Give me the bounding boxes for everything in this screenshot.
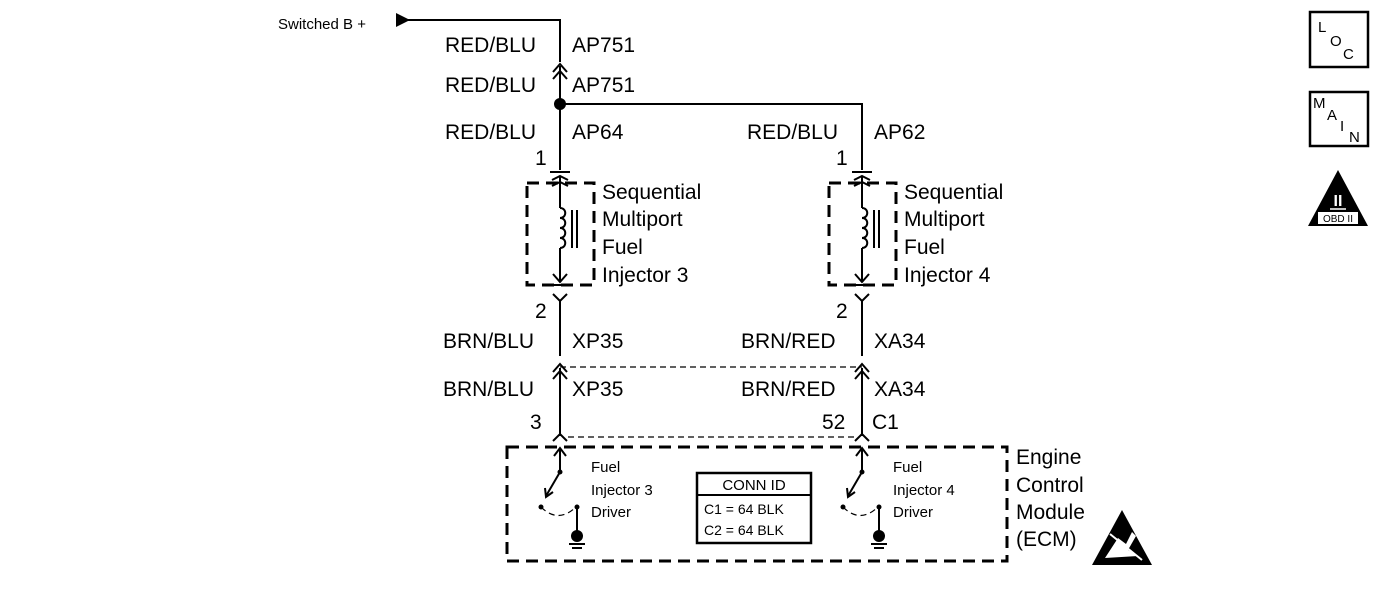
- right-bot1-color: BRN/RED: [741, 330, 836, 353]
- loc-l: L: [1318, 19, 1326, 36]
- switched-b-plus-label: Switched B +: [278, 16, 366, 33]
- injector3-line2: Multiport: [602, 208, 683, 231]
- loc-icon[interactable]: L O C: [1308, 10, 1370, 69]
- injector-4-outline: [827, 181, 898, 287]
- injector-3: [525, 171, 596, 356]
- driver4-line2: Injector 4: [893, 482, 955, 499]
- main-m: M: [1313, 95, 1326, 112]
- coil-icon: [559, 207, 578, 249]
- right-top-color: RED/BLU: [747, 121, 838, 144]
- left-top2-color: RED/BLU: [445, 74, 536, 97]
- main-n: N: [1349, 129, 1360, 146]
- loc-o: O: [1330, 33, 1342, 50]
- conn-id-title: CONN ID: [722, 477, 786, 494]
- driver3-line3: Driver: [591, 504, 631, 521]
- driver-3-switch-icon: [538, 446, 585, 549]
- left-top2-circuit: AP751: [572, 74, 635, 97]
- ecm-line2: Control: [1016, 474, 1084, 497]
- right-bot2-color: BRN/RED: [741, 378, 836, 401]
- driver3-line1: Fuel: [591, 459, 620, 476]
- driver-4-switch-icon: [840, 446, 887, 549]
- loc-c: C: [1343, 46, 1354, 63]
- right-top-circuit: AP62: [874, 121, 925, 144]
- ground-icon: [871, 530, 887, 549]
- injector3-line4: Injector 3: [602, 264, 688, 287]
- conn-id-c1: C1 = 64 BLK: [704, 501, 784, 517]
- coil-icon: [861, 207, 880, 249]
- left-pin-bottom: 2: [535, 300, 547, 323]
- driver4-line1: Fuel: [893, 459, 922, 476]
- injector-4: [827, 171, 898, 356]
- esd-warning-icon: [1092, 510, 1152, 565]
- obd-caption: OBD II: [1323, 214, 1353, 225]
- left-pin-top: 1: [535, 147, 547, 170]
- left-top1-color: RED/BLU: [445, 34, 536, 57]
- injector4-line4: Injector 4: [904, 264, 991, 287]
- injector4-line1: Sequential: [904, 181, 1003, 204]
- left-bot1-circuit: XP35: [572, 330, 623, 353]
- left-top3-color: RED/BLU: [445, 121, 536, 144]
- injector4-line3: Fuel: [904, 236, 945, 259]
- main-a: A: [1327, 107, 1337, 124]
- ecm-line3: Module: [1016, 501, 1085, 524]
- right-ecm-connector: C1: [872, 411, 899, 434]
- feed-wire: [396, 19, 561, 62]
- injector3-line3: Fuel: [602, 236, 643, 259]
- conn-id-c2: C2 = 64 BLK: [704, 522, 784, 538]
- right-pin-bottom: 2: [836, 300, 848, 323]
- main-icon[interactable]: M A I N: [1308, 90, 1370, 148]
- injector3-line1: Sequential: [602, 181, 701, 204]
- ground-icon: [569, 530, 585, 549]
- inline-connector-top: [552, 62, 568, 104]
- injector-3-outline: [525, 181, 596, 287]
- obd-ii-icon[interactable]: II OBD II: [1308, 170, 1368, 226]
- ecm-line1: Engine: [1016, 446, 1081, 469]
- main-i: I: [1340, 118, 1344, 135]
- ecm-line4: (ECM): [1016, 528, 1077, 551]
- left-ecm-pin: 3: [530, 411, 542, 434]
- left-bot1-color: BRN/BLU: [443, 330, 534, 353]
- left-top3-circuit: AP64: [572, 121, 624, 144]
- splice-branch-wire: [560, 103, 863, 170]
- conn-id-box: CONN ID C1 = 64 BLK C2 = 64 BLK: [695, 471, 813, 545]
- right-bot2-circuit: XA34: [874, 378, 926, 401]
- driver3-line2: Injector 3: [591, 482, 653, 499]
- right-pin-top: 1: [836, 147, 848, 170]
- driver4-line3: Driver: [893, 504, 933, 521]
- left-bot2-color: BRN/BLU: [443, 378, 534, 401]
- right-bot1-circuit: XA34: [874, 330, 926, 353]
- ecm-outline: [505, 445, 1009, 563]
- ecm-connector: [552, 432, 870, 442]
- right-ecm-pin: 52: [822, 411, 845, 434]
- left-top1-circuit: AP751: [572, 34, 635, 57]
- inline-connector-bottom: [552, 362, 870, 380]
- obd-numeral: II: [1334, 193, 1343, 210]
- injector4-line2: Multiport: [904, 208, 985, 231]
- left-bot2-circuit: XP35: [572, 378, 623, 401]
